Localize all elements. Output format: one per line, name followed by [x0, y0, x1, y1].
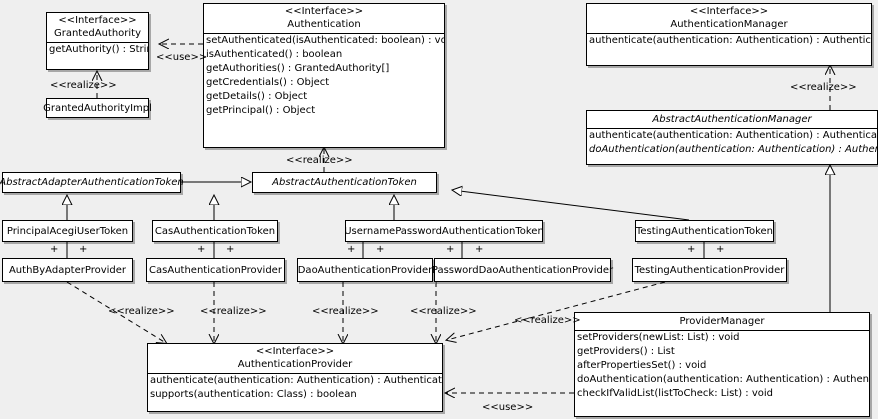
- class-name: AbstractAuthenticationToken: [272, 177, 417, 188]
- edge-label-realize-auth-by-adapter-provider: <<realize>>: [108, 306, 175, 317]
- operations-compartment: setProviders(newList: List) : void getPr…: [575, 331, 869, 401]
- association-marker-plus: +: [347, 244, 356, 255]
- class-name: AuthenticationManager: [670, 19, 788, 30]
- operation: getAuthorities() : GrantedAuthority[]: [206, 63, 390, 74]
- class-header: <<Interface>> AuthenticationProvider: [148, 344, 442, 373]
- operation: afterPropertiesSet() : void: [577, 360, 707, 371]
- operation: authenticate(authentication: Authenticat…: [150, 375, 442, 386]
- association-marker-plus: +: [197, 244, 206, 255]
- association-marker-plus: +: [226, 244, 235, 255]
- class-authentication[interactable]: <<Interface>> Authentication setAuthenti…: [203, 3, 445, 148]
- association-marker-plus: +: [687, 244, 696, 255]
- class-name: PasswordDaoAuthenticationProvider: [431, 264, 614, 276]
- class-name: PrincipalAcegiUserToken: [6, 225, 129, 237]
- association-marker-plus: +: [79, 244, 88, 255]
- operation: authenticate(authentication: Authenticat…: [589, 35, 871, 46]
- class-header: <<Interface>> Authentication: [204, 4, 444, 33]
- edge-label-realize-testing-provider: <<realize>>: [514, 315, 581, 326]
- class-name: AuthByAdapterProvider: [8, 264, 127, 276]
- class-name: AbstractAdapterAuthenticationToken: [0, 177, 184, 188]
- operation: setProviders(newList: List) : void: [577, 332, 740, 343]
- operation: setAuthenticated(isAuthenticated: boolea…: [206, 35, 444, 46]
- operations-compartment: authenticate(authentication: Authenticat…: [587, 129, 877, 157]
- compartment-separator: [47, 42, 148, 43]
- operations-compartment: authenticate(authentication: Authenticat…: [148, 374, 442, 402]
- class-auth-by-adapter-provider[interactable]: AuthByAdapterProvider: [2, 258, 133, 282]
- edge-label-realize-authentication-manager: <<realize>>: [790, 82, 857, 93]
- association-marker-plus: +: [446, 244, 455, 255]
- operations-compartment: getAuthority() : String: [47, 43, 148, 57]
- class-name: AuthenticationProvider: [237, 359, 353, 370]
- class-stereotype: <<Interface>>: [58, 15, 137, 26]
- class-name: UsernamePasswordAuthenticationToken: [344, 225, 544, 237]
- class-authentication-provider[interactable]: <<Interface>> AuthenticationProvider aut…: [147, 343, 443, 412]
- edge-label-realize-granted-authority-impl: <<realize>>: [50, 80, 117, 91]
- class-testing-authentication-provider[interactable]: TestingAuthenticationProvider: [632, 258, 787, 282]
- compartment-separator: [587, 33, 871, 34]
- class-dao-authentication-provider[interactable]: DaoAuthenticationProvider: [297, 258, 433, 282]
- class-name: CasAuthenticationProvider: [149, 264, 282, 276]
- class-provider-manager[interactable]: ProviderManager setProviders(newList: Li…: [574, 312, 870, 417]
- class-header: ProviderManager: [575, 313, 869, 330]
- edge-label-realize-dao-provider: <<realize>>: [312, 306, 379, 317]
- class-testing-authentication-token[interactable]: TestingAuthenticationToken: [635, 220, 774, 242]
- class-stereotype: <<Interface>>: [284, 6, 364, 17]
- class-cas-authentication-provider[interactable]: CasAuthenticationProvider: [146, 258, 285, 282]
- class-header: <<Interface>> AuthenticationManager: [587, 4, 871, 33]
- operation: getPrincipal() : Object: [206, 105, 316, 116]
- operation: supports(authentication: Class) : boolea…: [150, 389, 357, 400]
- operation: checkIfValidList(listToCheck: List) : vo…: [577, 388, 774, 399]
- class-header: <<Interface>> GrantedAuthority: [47, 13, 148, 42]
- class-name: TestingAuthenticationToken: [635, 225, 774, 237]
- operations-compartment: authenticate(authentication: Authenticat…: [587, 34, 871, 48]
- class-authentication-manager[interactable]: <<Interface>> AuthenticationManager auth…: [586, 3, 872, 66]
- operation: getCredentials() : Object: [206, 77, 330, 88]
- class-cas-authentication-token[interactable]: CasAuthenticationToken: [152, 220, 278, 242]
- operation-abstract: doAuthentication(authentication: Authent…: [589, 144, 877, 155]
- class-name: TestingAuthenticationProvider: [634, 264, 785, 276]
- class-abstract-adapter-authentication-token[interactable]: AbstractAdapterAuthenticationToken: [0, 172, 184, 193]
- class-abstract-authentication-token[interactable]: AbstractAuthenticationToken: [252, 172, 437, 193]
- class-name: GrantedAuthority: [53, 28, 142, 39]
- class-name: DaoAuthenticationProvider: [297, 264, 433, 276]
- compartment-separator: [148, 373, 442, 374]
- class-abstract-authentication-manager[interactable]: AbstractAuthenticationManager authentica…: [586, 110, 878, 165]
- class-granted-authority[interactable]: <<Interface>> GrantedAuthority getAuthor…: [46, 12, 149, 70]
- class-stereotype: <<Interface>>: [689, 6, 769, 17]
- compartment-separator: [575, 330, 869, 331]
- class-header: AbstractAuthenticationManager: [587, 111, 877, 128]
- edge-label-realize-password-dao-provider: <<realize>>: [410, 306, 477, 317]
- association-marker-plus: +: [50, 244, 59, 255]
- compartment-separator: [204, 33, 444, 34]
- edge-label-realize-cas-provider: <<realize>>: [200, 306, 267, 317]
- class-username-password-authentication-token[interactable]: UsernamePasswordAuthenticationToken: [344, 220, 544, 242]
- operation: getAuthority() : String: [49, 44, 148, 55]
- class-name: GrantedAuthorityImpl: [43, 102, 152, 114]
- class-granted-authority-impl[interactable]: GrantedAuthorityImpl: [43, 98, 152, 118]
- operations-compartment: setAuthenticated(isAuthenticated: boolea…: [204, 34, 444, 118]
- association-marker-plus: +: [716, 244, 725, 255]
- operation: getDetails() : Object: [206, 91, 308, 102]
- association-marker-plus: +: [475, 244, 484, 255]
- edge-label-realize-abstract-authentication-token: <<realize>>: [286, 155, 353, 166]
- edge-label-use-provider-manager: <<use>>: [482, 402, 534, 413]
- class-principal-acegi-user-token[interactable]: PrincipalAcegiUserToken: [2, 220, 133, 242]
- operation: getProviders() : List: [577, 346, 675, 357]
- class-name: Authentication: [287, 19, 361, 30]
- class-name: CasAuthenticationToken: [154, 225, 276, 237]
- operation: authenticate(authentication: Authenticat…: [589, 130, 877, 141]
- operation: isAuthenticated() : boolean: [206, 49, 343, 60]
- class-password-dao-authentication-provider[interactable]: PasswordDaoAuthenticationProvider: [431, 258, 614, 282]
- operation: doAuthentication(authentication: Authent…: [577, 374, 869, 385]
- class-name: AbstractAuthenticationManager: [652, 114, 812, 125]
- compartment-separator: [587, 128, 877, 129]
- association-marker-plus: +: [376, 244, 385, 255]
- class-name: ProviderManager: [679, 316, 765, 327]
- class-stereotype: <<Interface>>: [255, 346, 335, 357]
- edge-label-use-granted-authority: <<use>>: [156, 52, 208, 63]
